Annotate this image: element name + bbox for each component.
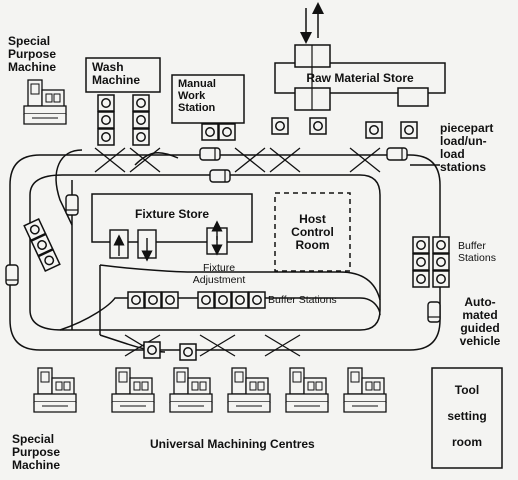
wash-stations bbox=[97, 94, 150, 146]
fixture-adjustment-label: Fixture Adjustment bbox=[192, 262, 246, 286]
special-purpose-machine-bottom bbox=[33, 367, 77, 413]
wash-machine-label: Wash Machine bbox=[92, 60, 141, 87]
special-purpose-machine-label-bottom: Special Purpose Machine bbox=[12, 432, 61, 472]
buffer-stations-right-label: Buffer Stations bbox=[458, 240, 496, 264]
manual-stations bbox=[201, 123, 236, 141]
piecepart-stations-label: piecepart load/un- load stations bbox=[440, 121, 494, 174]
raw-material-store bbox=[274, 44, 446, 111]
buffer-stations-center-label: Buffer Stations bbox=[268, 294, 337, 306]
fixture-slots bbox=[109, 220, 228, 262]
tool-setting-room bbox=[431, 367, 503, 469]
raw-material-store-label: Raw Material Store bbox=[306, 71, 414, 85]
host-control-room-label: Host Control Room bbox=[291, 212, 334, 252]
special-purpose-machine-label-top: Special Purpose Machine bbox=[8, 34, 57, 74]
manual-work-station bbox=[171, 74, 245, 124]
machining-centre-stations bbox=[143, 341, 197, 361]
fixture-store-label: Fixture Store bbox=[134, 207, 209, 221]
piecepart-stations bbox=[271, 117, 418, 139]
wash-machine bbox=[85, 57, 161, 93]
manual-work-station-label: Manual Work Station bbox=[178, 78, 216, 114]
buffer-stations-center bbox=[127, 291, 266, 309]
universal-machining-centres bbox=[111, 367, 387, 413]
buffer-stations-right bbox=[412, 236, 450, 288]
agv-label: Auto- mated guided vehicle bbox=[459, 295, 501, 348]
host-control-room bbox=[274, 192, 351, 272]
universal-machining-centres-label: Universal Machining Centres bbox=[150, 437, 315, 451]
tool-setting-room-label: Tool setting room bbox=[447, 383, 487, 449]
raw-material-arrows bbox=[300, 2, 324, 44]
special-purpose-machine-top bbox=[23, 79, 67, 125]
